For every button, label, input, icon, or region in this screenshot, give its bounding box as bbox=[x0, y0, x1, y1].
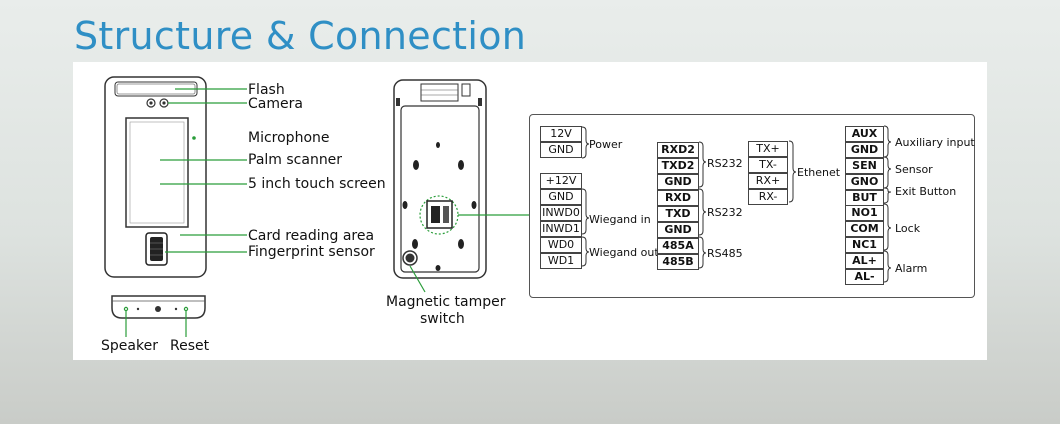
page-title: Structure & Connection bbox=[74, 14, 527, 58]
rs232-label-b: RS232 bbox=[707, 206, 743, 219]
terminal-aux: AUX bbox=[845, 126, 884, 142]
terminal-gnd: GND bbox=[540, 142, 582, 158]
reset-label: Reset bbox=[170, 338, 210, 354]
rs232-label-a: RS232 bbox=[707, 157, 743, 170]
wiegand-out-label: Wiegand out bbox=[589, 246, 659, 259]
terminal-nc1: NC1 bbox=[845, 237, 884, 253]
card-reading-label: Card reading area bbox=[248, 228, 375, 244]
terminal-tx-plus: TX+ bbox=[748, 141, 788, 157]
terminal-inwd0: INWD0 bbox=[540, 205, 582, 221]
back-device bbox=[393, 79, 529, 293]
microphone-label: Microphone bbox=[248, 130, 330, 146]
alarm-label: Alarm bbox=[895, 262, 928, 275]
terminal-rx-minus: RX- bbox=[748, 189, 788, 205]
camera-label: Camera bbox=[248, 96, 303, 112]
exit-button-label: Exit Button bbox=[895, 185, 957, 198]
terminal-gnd: GND bbox=[657, 222, 699, 238]
front-device bbox=[104, 76, 207, 278]
terminal-gnd: GND bbox=[540, 189, 582, 205]
terminal-485b: 485B bbox=[657, 254, 699, 270]
bottom-view bbox=[111, 295, 206, 337]
terminal-txd: TXD bbox=[657, 206, 699, 222]
terminal-sen: SEN bbox=[845, 158, 884, 174]
terminal-tx-minus: TX- bbox=[748, 157, 788, 173]
speaker-label: Speaker bbox=[101, 338, 158, 354]
terminal-inwd1: INWD1 bbox=[540, 221, 582, 237]
wiring-brackets bbox=[581, 125, 892, 283]
wiring-box bbox=[529, 114, 975, 298]
power-label: Power bbox=[589, 138, 623, 151]
terminal-txd2: TXD2 bbox=[657, 158, 699, 174]
terminal-al-plus: AL+ bbox=[845, 253, 884, 269]
terminal-no1: NO1 bbox=[845, 205, 884, 221]
terminal-gno: GNO bbox=[845, 174, 884, 190]
terminal-but: BUT bbox=[845, 190, 884, 206]
tamper-label-line1: Magnetic tamper bbox=[386, 294, 506, 310]
terminal-com: COM bbox=[845, 221, 884, 237]
sensor-label: Sensor bbox=[895, 163, 933, 176]
terminal-al-minus: AL- bbox=[845, 269, 884, 285]
terminal-rx-plus: RX+ bbox=[748, 173, 788, 189]
diagram-panel bbox=[73, 62, 987, 360]
touch-screen bbox=[125, 117, 189, 228]
terminal-plus12v: +12V bbox=[540, 173, 582, 189]
terminal-gnd: GND bbox=[845, 142, 884, 158]
terminal-rxd2: RXD2 bbox=[657, 142, 699, 158]
terminal-12v: 12V bbox=[540, 126, 582, 142]
tamper-label-line2: switch bbox=[420, 311, 465, 327]
terminal-rxd: RXD bbox=[657, 190, 699, 206]
terminal-wd1: WD1 bbox=[540, 253, 582, 269]
lock-label: Lock bbox=[895, 222, 921, 235]
palm-scanner-label: Palm scanner bbox=[248, 152, 343, 168]
wiegand-in-label: Wiegand in bbox=[589, 213, 651, 226]
terminal-485a: 485A bbox=[657, 238, 699, 254]
auxiliary-input-label: Auxiliary input bbox=[895, 136, 975, 149]
terminal-gnd: GND bbox=[657, 174, 699, 190]
terminal-wd0: WD0 bbox=[540, 237, 582, 253]
touch-screen-label: 5 inch touch screen bbox=[248, 176, 386, 192]
speaker-hole bbox=[155, 306, 161, 312]
flash-label: Flash bbox=[248, 82, 285, 98]
fingerprint-label: Fingerprint sensor bbox=[248, 244, 375, 260]
ethernet-label: Ethenet bbox=[797, 166, 841, 179]
rs485-label: RS485 bbox=[707, 247, 743, 260]
